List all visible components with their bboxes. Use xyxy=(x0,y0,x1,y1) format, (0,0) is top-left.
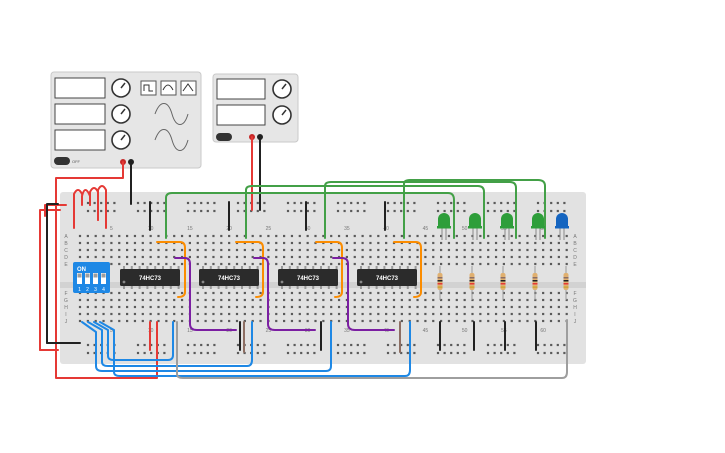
row-letter: H xyxy=(573,305,577,311)
ic-chip-74hc73[interactable]: 74HC73 xyxy=(357,266,417,289)
column-number: 45 xyxy=(423,226,429,232)
row-letter: A xyxy=(64,234,68,240)
row-letter: B xyxy=(64,241,68,247)
column-number: 60 xyxy=(540,328,546,334)
row-letter: I xyxy=(65,312,66,318)
column-number: 40 xyxy=(383,226,389,232)
resistor[interactable] xyxy=(437,266,443,300)
row-letter: H xyxy=(64,305,68,311)
chip-label: 74HC73 xyxy=(139,276,162,282)
column-number: 50 xyxy=(462,226,468,232)
row-letter: E xyxy=(573,262,577,268)
row-letter: A xyxy=(573,234,577,240)
chip-label: 74HC73 xyxy=(218,276,241,282)
dip-switch-pin-label: 3 xyxy=(94,287,97,293)
row-letter: E xyxy=(64,262,68,268)
column-number: 25 xyxy=(266,328,272,334)
breadboard-holes xyxy=(78,201,568,355)
wires xyxy=(39,136,568,379)
dip-switch-pin-label: 4 xyxy=(102,287,105,293)
row-letter: B xyxy=(573,241,577,247)
column-number: 15 xyxy=(187,226,193,232)
sine-wave-button[interactable] xyxy=(180,80,197,96)
blue-led[interactable] xyxy=(555,213,569,240)
function-generator[interactable]: OFF xyxy=(50,71,202,169)
green-led[interactable] xyxy=(500,213,514,240)
column-number: 45 xyxy=(423,328,429,334)
column-number: 35 xyxy=(344,328,350,334)
resistor[interactable] xyxy=(563,266,569,300)
ic-chip-74hc73[interactable]: 74HC73 xyxy=(199,266,259,289)
column-number: 5 xyxy=(110,328,113,334)
row-letter: F xyxy=(573,291,576,297)
chip-label: 74HC73 xyxy=(297,276,320,282)
dip-switch-pin-label: 1 xyxy=(78,287,81,293)
dip-switch-key[interactable] xyxy=(77,273,82,284)
ic-chips: 74HC73 74HC73 74HC73 74HC73 xyxy=(120,266,417,289)
triangle-wave-button[interactable] xyxy=(160,80,177,96)
column-number: 15 xyxy=(187,328,193,334)
dip-switch-key[interactable] xyxy=(85,273,90,284)
dip-switch-on-label: ON xyxy=(77,267,86,273)
row-letter: I xyxy=(574,312,575,318)
resistor[interactable] xyxy=(469,266,475,300)
leds xyxy=(437,213,569,240)
row-letter: D xyxy=(64,255,68,261)
column-number: 25 xyxy=(266,226,272,232)
green-led[interactable] xyxy=(468,213,482,240)
row-letter: F xyxy=(64,291,67,297)
row-letter: G xyxy=(573,298,577,304)
resistors xyxy=(437,266,569,300)
dip-switch-pin-label: 2 xyxy=(86,287,89,293)
row-letter: G xyxy=(64,298,68,304)
row-letter: J xyxy=(65,319,68,325)
power-switch[interactable] xyxy=(54,157,70,165)
column-number: 35 xyxy=(344,226,350,232)
ic-chip-74hc73[interactable]: 74HC73 xyxy=(278,266,338,289)
row-letter: D xyxy=(573,255,577,261)
column-number: 55 xyxy=(501,226,507,232)
column-number: 50 xyxy=(462,328,468,334)
waveform-preview-icon xyxy=(154,103,189,125)
dc-power-supply[interactable] xyxy=(212,73,299,143)
row-letter: C xyxy=(573,248,577,254)
supply-power-switch[interactable] xyxy=(216,133,232,141)
row-letter: J xyxy=(574,319,577,325)
green-led[interactable] xyxy=(531,213,545,240)
column-number: 30 xyxy=(305,226,311,232)
dip-switch-key[interactable] xyxy=(93,273,98,284)
column-number: 60 xyxy=(540,226,546,232)
resistor[interactable] xyxy=(532,266,538,300)
chip-label: 74HC73 xyxy=(376,276,399,282)
dip-switch-key[interactable] xyxy=(101,273,106,284)
ic-chip-74hc73[interactable]: 74HC73 xyxy=(120,266,180,289)
power-label: OFF xyxy=(72,159,81,164)
green-led[interactable] xyxy=(437,213,451,240)
row-letter: C xyxy=(64,248,68,254)
resistor[interactable] xyxy=(500,266,506,300)
column-number: 5 xyxy=(110,226,113,232)
